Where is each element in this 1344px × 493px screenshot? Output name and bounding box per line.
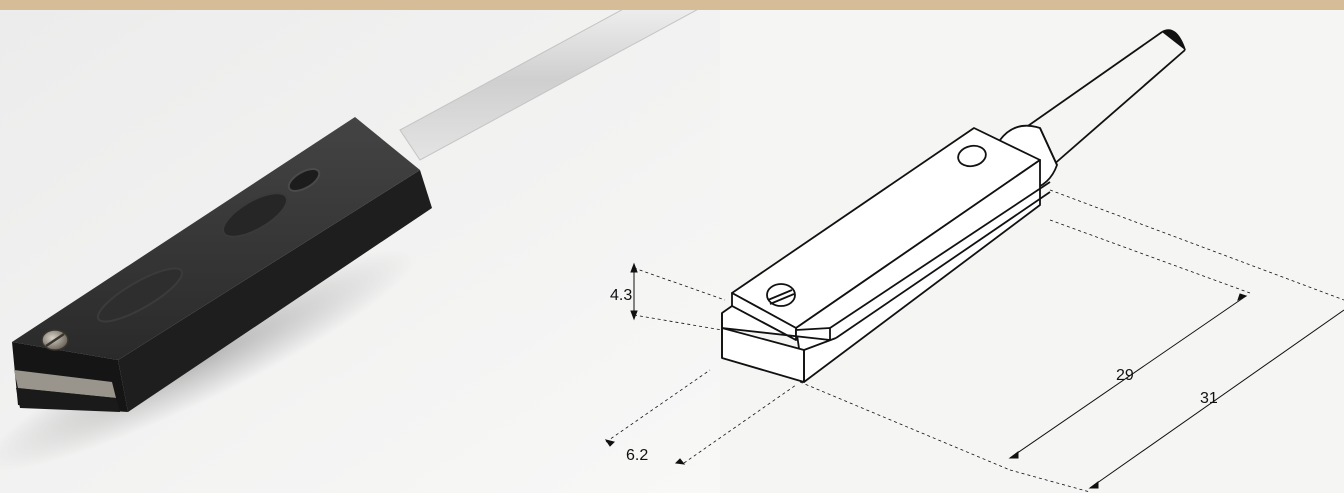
dimension-inner-length-label: 29	[1116, 367, 1134, 384]
cable-outline-lower	[1051, 49, 1186, 167]
recess-oval-large	[222, 192, 288, 238]
dimension-width-label: 6.2	[626, 447, 648, 464]
screw-icon	[766, 283, 796, 307]
cable-end	[1161, 29, 1186, 51]
screw-icon	[41, 329, 69, 351]
dimension-overall-length-label: 31	[1200, 390, 1218, 407]
mounting-hole	[957, 144, 987, 168]
top-band	[0, 0, 1344, 10]
front-upper-step	[721, 305, 831, 341]
dimension-height-label: 4.3	[610, 287, 632, 304]
clamp-plate	[14, 370, 116, 398]
cable-outline-upper	[1014, 31, 1163, 136]
recess-oval-small	[287, 168, 321, 192]
sensor-body-side	[118, 170, 432, 412]
technical-drawing: 4.3 6.2 29 31	[604, 29, 1344, 493]
recess-oval-long	[96, 267, 184, 323]
groove-line	[829, 181, 1051, 329]
sensor-photo	[0, 10, 720, 493]
cable	[399, 10, 698, 161]
